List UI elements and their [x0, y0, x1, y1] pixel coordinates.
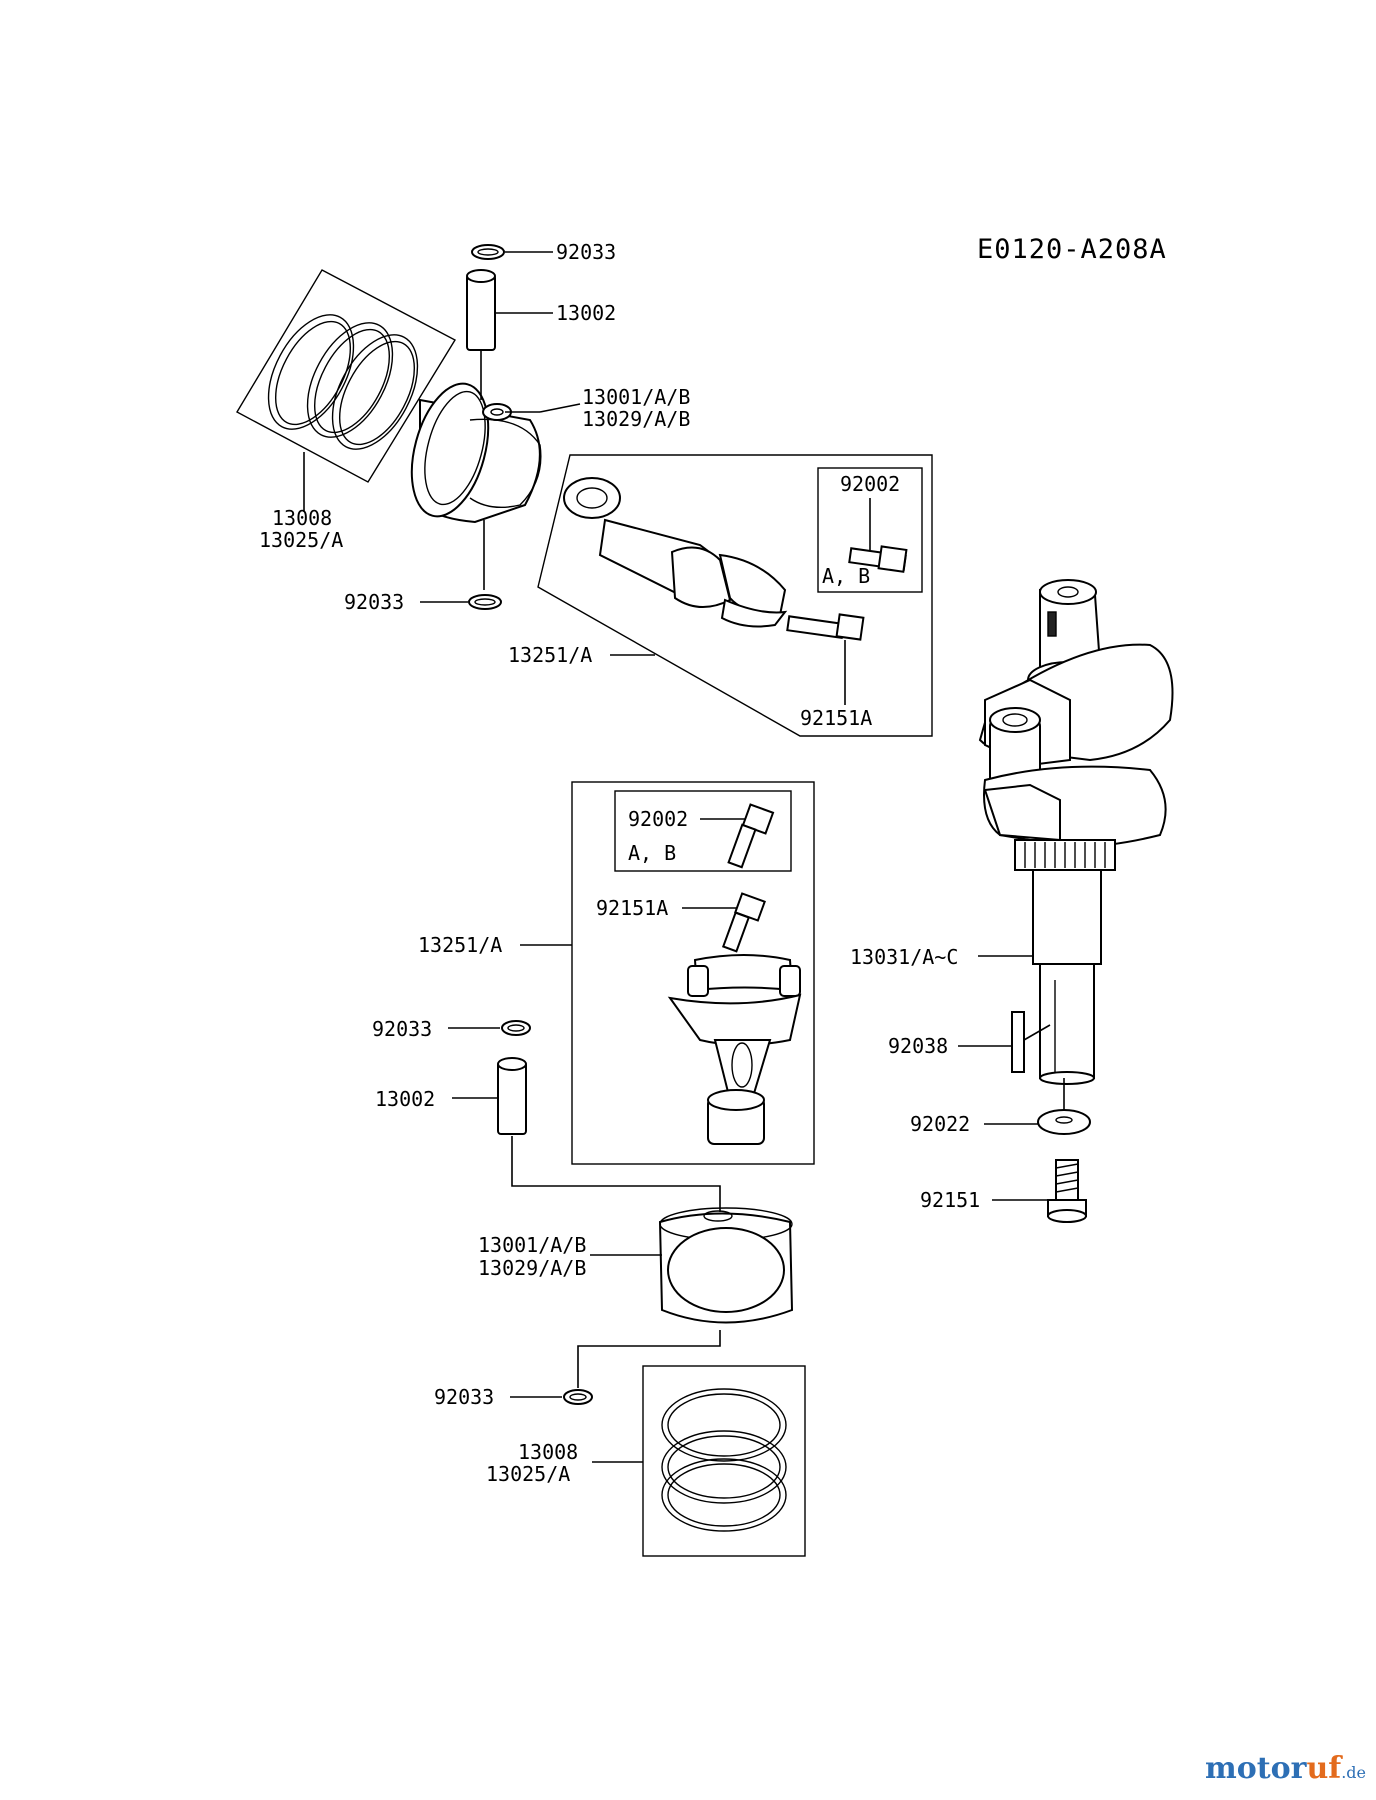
label-rings-top-1: 13008 — [272, 506, 332, 530]
watermark-suffix: .de — [1341, 1763, 1366, 1782]
label-rings-low-2: 13025/A — [486, 1462, 570, 1486]
clip-ring-mid — [501, 1020, 531, 1036]
label-rod-bolt-box-top-ab: A, B — [822, 564, 870, 588]
watermark-part2: uf — [1306, 1751, 1342, 1786]
connecting-rod-top — [537, 454, 933, 737]
label-pin-mid: 13002 — [375, 1087, 435, 1111]
connecting-rod-mid — [667, 954, 802, 1145]
label-crankshaft-bolt: 92151 — [920, 1188, 980, 1212]
label-rod-mid: 13251/A — [418, 933, 502, 957]
label-washer: 92022 — [910, 1112, 970, 1136]
rod-bolt-top-a — [848, 545, 908, 573]
label-piston-top-1: 13001/A/B — [582, 385, 690, 409]
label-clip-top-lower: 92033 — [344, 590, 404, 614]
label-piston-low-1: 13001/A/B — [478, 1233, 586, 1257]
piston-ring-set-low — [661, 1388, 787, 1532]
label-rings-top-2: 13025/A — [259, 528, 343, 552]
watermark-logo: motoruf.de — [1205, 1751, 1366, 1786]
label-key: 92038 — [888, 1034, 948, 1058]
label-rod-top: 13251/A — [508, 643, 592, 667]
label-crankshaft: 13031/A~C — [850, 945, 958, 969]
key — [1011, 1011, 1025, 1073]
rod-bolt-mid-b — [721, 892, 766, 953]
clip-ring-low — [563, 1389, 593, 1405]
label-bolt-box-mid: 92002 — [628, 807, 688, 831]
piston-lower — [658, 1207, 794, 1324]
clip-ring-top-lower — [468, 594, 502, 610]
crankshaft — [978, 579, 1174, 1085]
bolt-box-mid — [614, 790, 792, 872]
piston-ring-set-top — [236, 269, 456, 483]
rod-bolt-top-b — [786, 613, 865, 641]
label-bolt-box-mid-ab: A, B — [628, 841, 676, 865]
washer — [1037, 1109, 1091, 1135]
label-rod-bolt-top: 92151A — [800, 706, 872, 730]
label-rings-low-1: 13008 — [518, 1440, 578, 1464]
label-piston-top-2: 13029/A/B — [582, 407, 690, 431]
bolt-box-top — [817, 467, 923, 593]
piston-pin-top — [466, 269, 496, 351]
piston-pin-mid — [497, 1057, 527, 1135]
label-clip-top-upper: 92033 — [556, 240, 616, 264]
diagram-code: E0120-A208A — [977, 234, 1167, 265]
watermark-part1: motor — [1205, 1751, 1307, 1786]
crankshaft-bolt — [1047, 1159, 1087, 1223]
label-rod-bolt-box-top: 92002 — [840, 472, 900, 496]
clip-ring-top-upper — [471, 244, 505, 260]
label-pin-top: 13002 — [556, 301, 616, 325]
label-piston-low-2: 13029/A/B — [478, 1256, 586, 1280]
connecting-rod-box-mid — [571, 781, 815, 1165]
piston-top — [410, 382, 542, 524]
ring-set-box-low — [642, 1365, 806, 1557]
label-clip-mid: 92033 — [372, 1017, 432, 1041]
label-clip-low: 92033 — [434, 1385, 494, 1409]
rod-bolt-mid-a — [727, 803, 775, 869]
label-bolt-mid: 92151A — [596, 896, 668, 920]
